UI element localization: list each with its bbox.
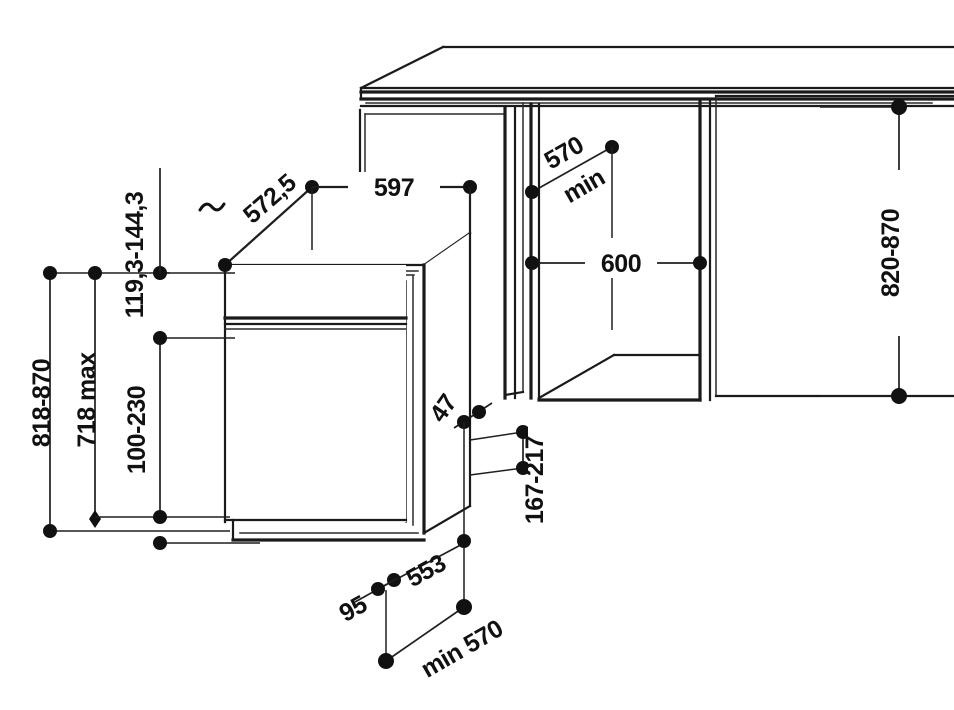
dim-label-niche-depth-qualifier: min — [558, 163, 609, 209]
dim-plinth-range: 100-230 — [123, 266, 260, 550]
dim-label-panel-range: 119,3-144,3 — [121, 192, 149, 319]
dim-label-height-max: 718 max — [73, 352, 101, 448]
dim-panel-range: 119,3-144,3 — [121, 168, 161, 319]
dim-worktop-height: 820-870 — [820, 99, 915, 404]
dim-label-floor-depth: min 570 — [416, 615, 508, 684]
dim-label-height-total: 818-870 — [28, 359, 56, 447]
dim-foot-offset: 95 — [335, 577, 399, 628]
dim-label-hinge-range: 167-217 — [521, 436, 549, 524]
dim-floor-depth: min 570 — [378, 590, 508, 684]
worktop-group — [359, 45, 954, 108]
dim-width-front: 597 — [312, 172, 477, 233]
dim-label-plinth-range: 100-230 — [123, 386, 151, 474]
dim-label-width-front: 597 — [374, 174, 414, 202]
dim-height-max: 718 max — [73, 266, 230, 528]
dim-label-worktop-height: 820-870 — [877, 209, 905, 297]
approximately-icon — [198, 202, 226, 212]
dim-label-niche-depth: 570 — [540, 131, 589, 175]
dim-niche-width: 600 — [525, 248, 707, 330]
dishwasher-body-group — [223, 185, 472, 542]
dim-hinge-range: 167-217 — [463, 415, 558, 607]
dim-height-total: 818-870 — [28, 266, 230, 538]
dim-label-niche-width: 600 — [601, 250, 641, 278]
dim-base-depth: 553 — [379, 534, 471, 593]
dim-label-base-depth: 553 — [402, 549, 451, 593]
